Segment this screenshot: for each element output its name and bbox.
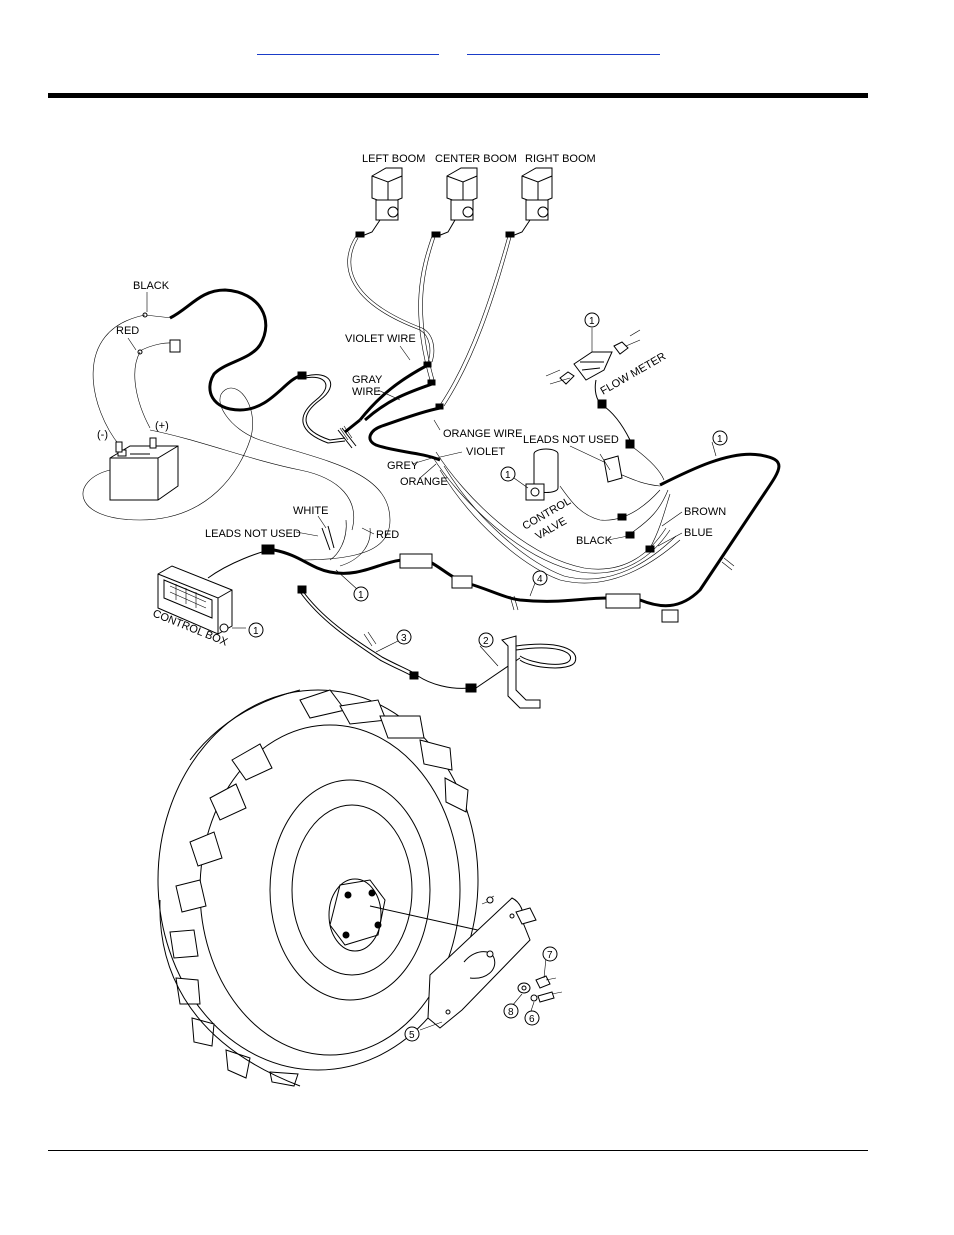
- sensor-cable: [297, 585, 577, 709]
- break-marks: [339, 425, 735, 647]
- callout-plate-num: 5: [409, 1030, 415, 1041]
- hardware: [517, 975, 563, 1003]
- callout-cable-num: 3: [401, 633, 407, 644]
- label-leads-not-used-left: LEADS NOT USED: [205, 528, 301, 540]
- boom-harness: [344, 364, 441, 462]
- long-hoses: [431, 451, 681, 584]
- main-harness: [207, 452, 781, 623]
- label-white: WHITE: [293, 505, 328, 517]
- label-gray-wire-1: GRAY: [352, 374, 383, 386]
- tire: [157, 689, 479, 1087]
- label-black-mid: BLACK: [576, 535, 613, 547]
- right-boom-valve: [505, 167, 553, 238]
- callout-extension-num: 4: [537, 574, 543, 585]
- callout-sensor: [478, 632, 494, 648]
- label-brown: BROWN: [684, 506, 726, 518]
- label-red-mid: RED: [376, 529, 399, 541]
- control-valve: [525, 448, 559, 501]
- callout-control-box-num: 1: [253, 626, 259, 637]
- nav-link-2[interactable]: [467, 40, 660, 55]
- battery: [109, 437, 179, 501]
- callout-nut: [542, 946, 558, 962]
- battery-loop-wires: [82, 314, 391, 561]
- label-grey: GREY: [387, 460, 419, 472]
- callout-control-valve-num: 1: [505, 470, 511, 481]
- callout-washer-num: 8: [508, 1007, 514, 1018]
- label-orange-wire: ORANGE WIRE: [443, 428, 522, 440]
- label-gray-wire-2: WIRE: [352, 386, 381, 398]
- callout-harness-mid: [353, 586, 369, 602]
- label-black-top: BLACK: [133, 280, 170, 292]
- callout-bolt-num: 6: [529, 1014, 535, 1025]
- label-negative: (-): [97, 429, 108, 441]
- callout-extension: [532, 570, 548, 586]
- label-left-boom: LEFT BOOM: [362, 153, 425, 165]
- control-box: [157, 565, 233, 635]
- valve-leads: [559, 447, 671, 553]
- callout-nut-num: 7: [547, 950, 553, 961]
- callout-flow-meter: [584, 312, 600, 328]
- leader-lines: [127, 292, 717, 1031]
- label-violet: VIOLET: [466, 446, 505, 458]
- label-blue: BLUE: [684, 527, 713, 539]
- callout-sensor-num: 2: [483, 636, 489, 647]
- footer-rule: [48, 1150, 868, 1151]
- callout-harness-right: [712, 430, 728, 446]
- label-orange: ORANGE: [400, 476, 448, 488]
- callout-control-valve: [500, 466, 516, 482]
- label-center-boom: CENTER BOOM: [435, 153, 517, 165]
- callout-control-box: [248, 622, 264, 638]
- callout-harness-mid-num: 1: [358, 590, 364, 601]
- label-right-boom: RIGHT BOOM: [525, 153, 596, 165]
- left-boom-valve: [355, 167, 403, 238]
- callouts: 1 1 1 1 4 1 3 2 5 6 7 8: [248, 312, 728, 1042]
- callout-flow-meter-num: 1: [589, 316, 595, 327]
- label-leads-not-used-right: LEADS NOT USED: [523, 434, 619, 446]
- callout-harness-right-num: 1: [717, 434, 723, 445]
- boom-leads: [347, 235, 512, 410]
- center-boom-valve: [431, 167, 478, 238]
- battery-power-lead: [142, 288, 357, 449]
- callout-plate: [404, 1026, 420, 1042]
- flow-meter: [545, 329, 641, 449]
- red-lead: [134, 339, 181, 429]
- header-rule: [48, 93, 868, 98]
- sensor-plate: [427, 895, 537, 1029]
- nav-link-1[interactable]: [257, 40, 439, 55]
- label-positive: (+): [155, 420, 169, 432]
- label-violet-wire: VIOLET WIRE: [345, 333, 416, 345]
- callout-cable: [396, 629, 412, 645]
- callout-bolt: [524, 1010, 540, 1026]
- callout-washer: [503, 1003, 519, 1019]
- label-red-top: RED: [116, 325, 139, 337]
